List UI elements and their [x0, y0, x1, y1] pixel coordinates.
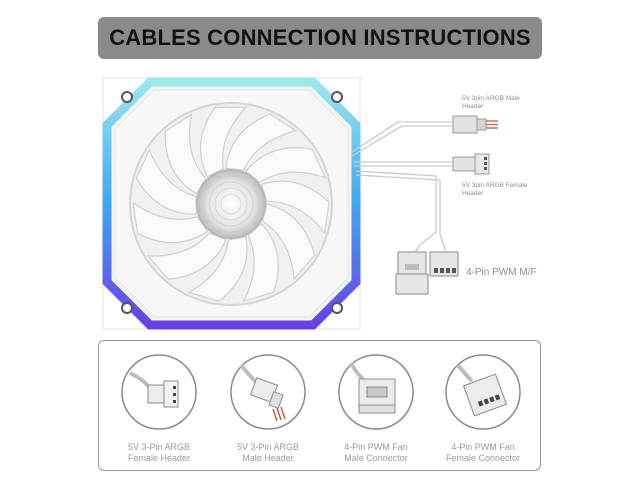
pwm-female-connector-icon: [445, 354, 521, 430]
page-title: CABLES CONNECTION INSTRUCTIONS: [109, 25, 531, 50]
male-header-label: 5V 3pin ARGB Male Header: [462, 95, 520, 110]
fan-blades: [129, 102, 333, 306]
argb-female-header-icon: [121, 354, 197, 430]
fan-blade: [260, 180, 330, 235]
fan-blade: [164, 113, 207, 195]
fan-blade: [146, 232, 227, 281]
pwm-male-plug: [395, 251, 429, 295]
rgb-ring: [102, 77, 361, 330]
fan-blade: [132, 201, 209, 244]
cables: [351, 121, 455, 253]
fan-blade: [187, 236, 248, 302]
fan-blade: [225, 113, 298, 171]
fan-blade: [245, 147, 327, 184]
pwm-label: 4-Pin PWM M/F: [466, 267, 537, 278]
argb-female-header-plug: [452, 153, 490, 175]
fan-blade: [261, 203, 316, 281]
female-header-label: 5V 3pin ARGB Female Header: [462, 182, 528, 197]
fan-blade: [199, 106, 248, 178]
argb-male-header-icon: [230, 354, 306, 430]
fan-diagram: [102, 77, 498, 330]
title-banner: CABLES CONNECTION INSTRUCTIONS: [98, 17, 542, 59]
connector-legend-panel: [98, 340, 541, 471]
argb-male-header-plug: [452, 115, 498, 134]
pwm-male-connector-icon: [338, 354, 414, 430]
pwm-female-plug: [429, 251, 459, 277]
fan-blade: [242, 222, 279, 303]
fan-blade: [135, 148, 198, 215]
